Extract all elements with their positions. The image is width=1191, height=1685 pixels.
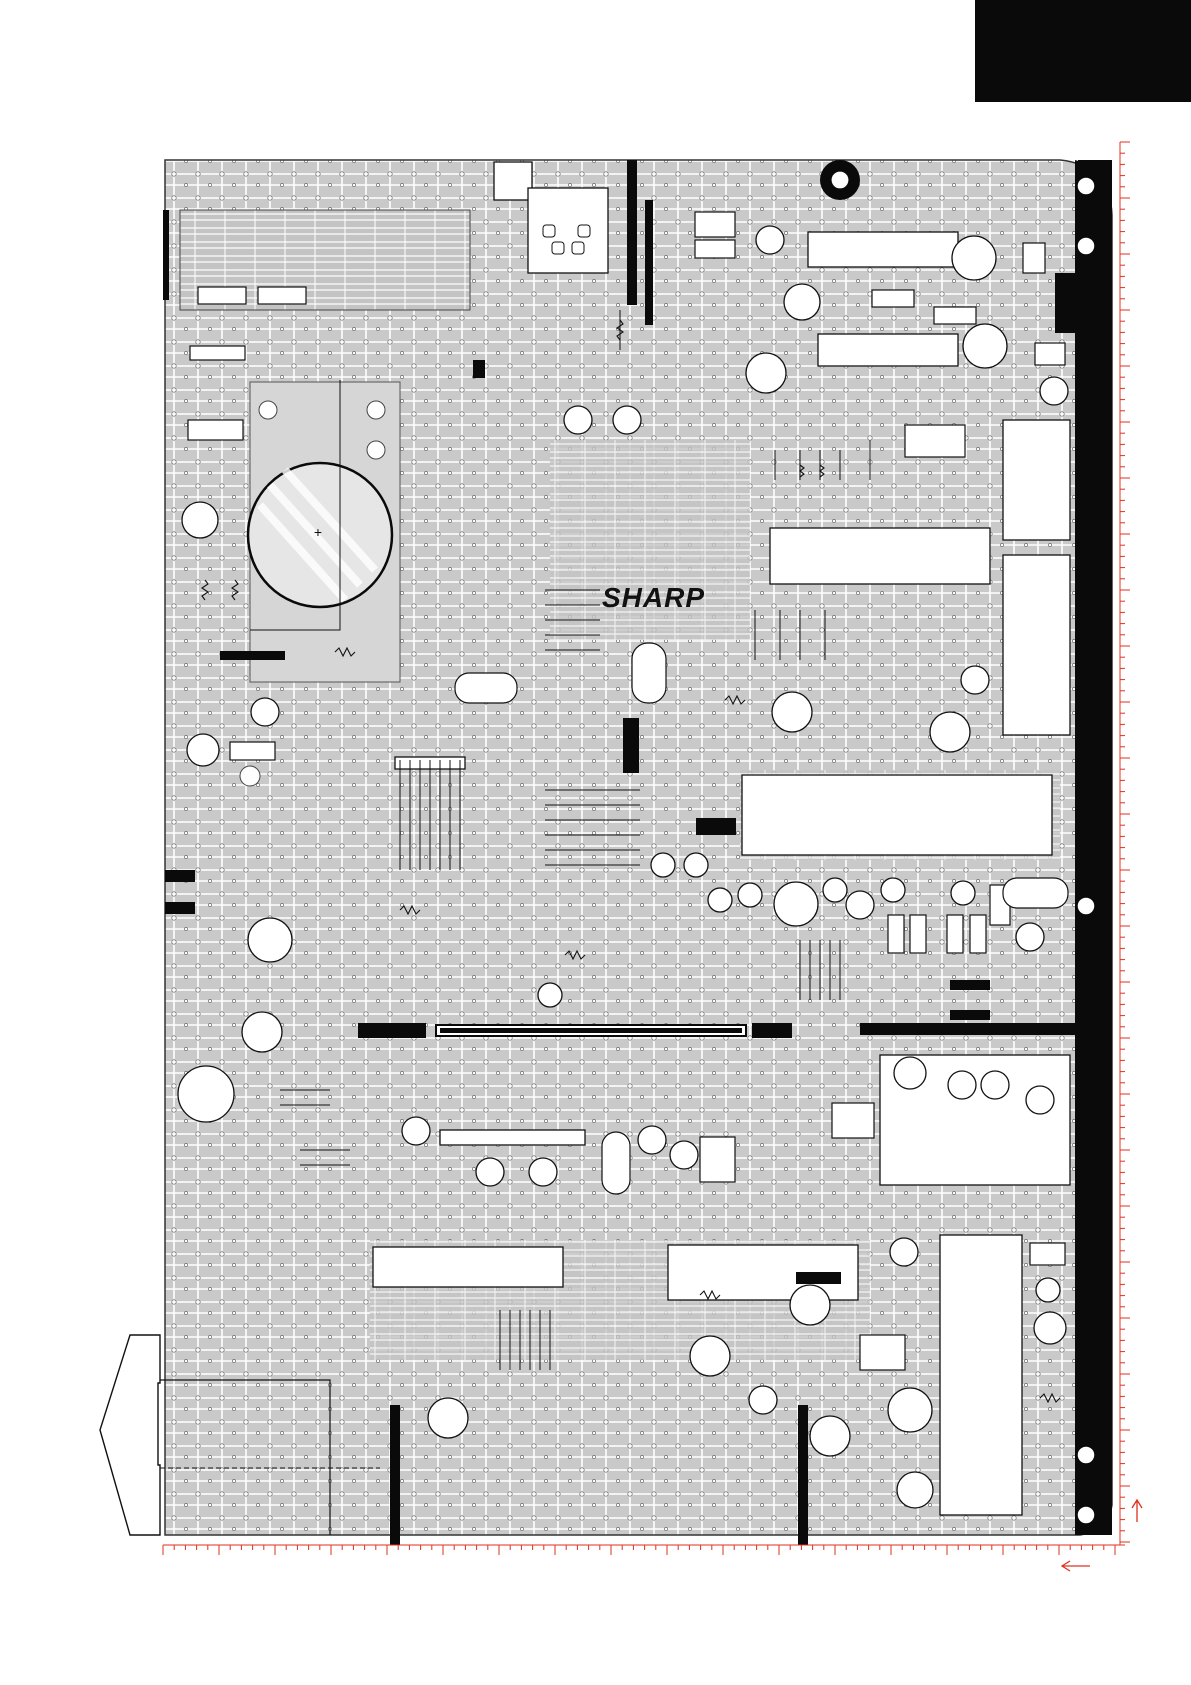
large-capacitor: + [248, 463, 392, 607]
left-arrow-icon [1062, 1561, 1090, 1571]
ruler-right [1120, 142, 1130, 1545]
up-arrow-icon [1132, 1500, 1142, 1522]
brand-logo: SHARP [602, 582, 705, 613]
right-frame [1075, 160, 1112, 1535]
svg-text:+: + [314, 524, 322, 540]
ruler-bottom [163, 1545, 1125, 1555]
